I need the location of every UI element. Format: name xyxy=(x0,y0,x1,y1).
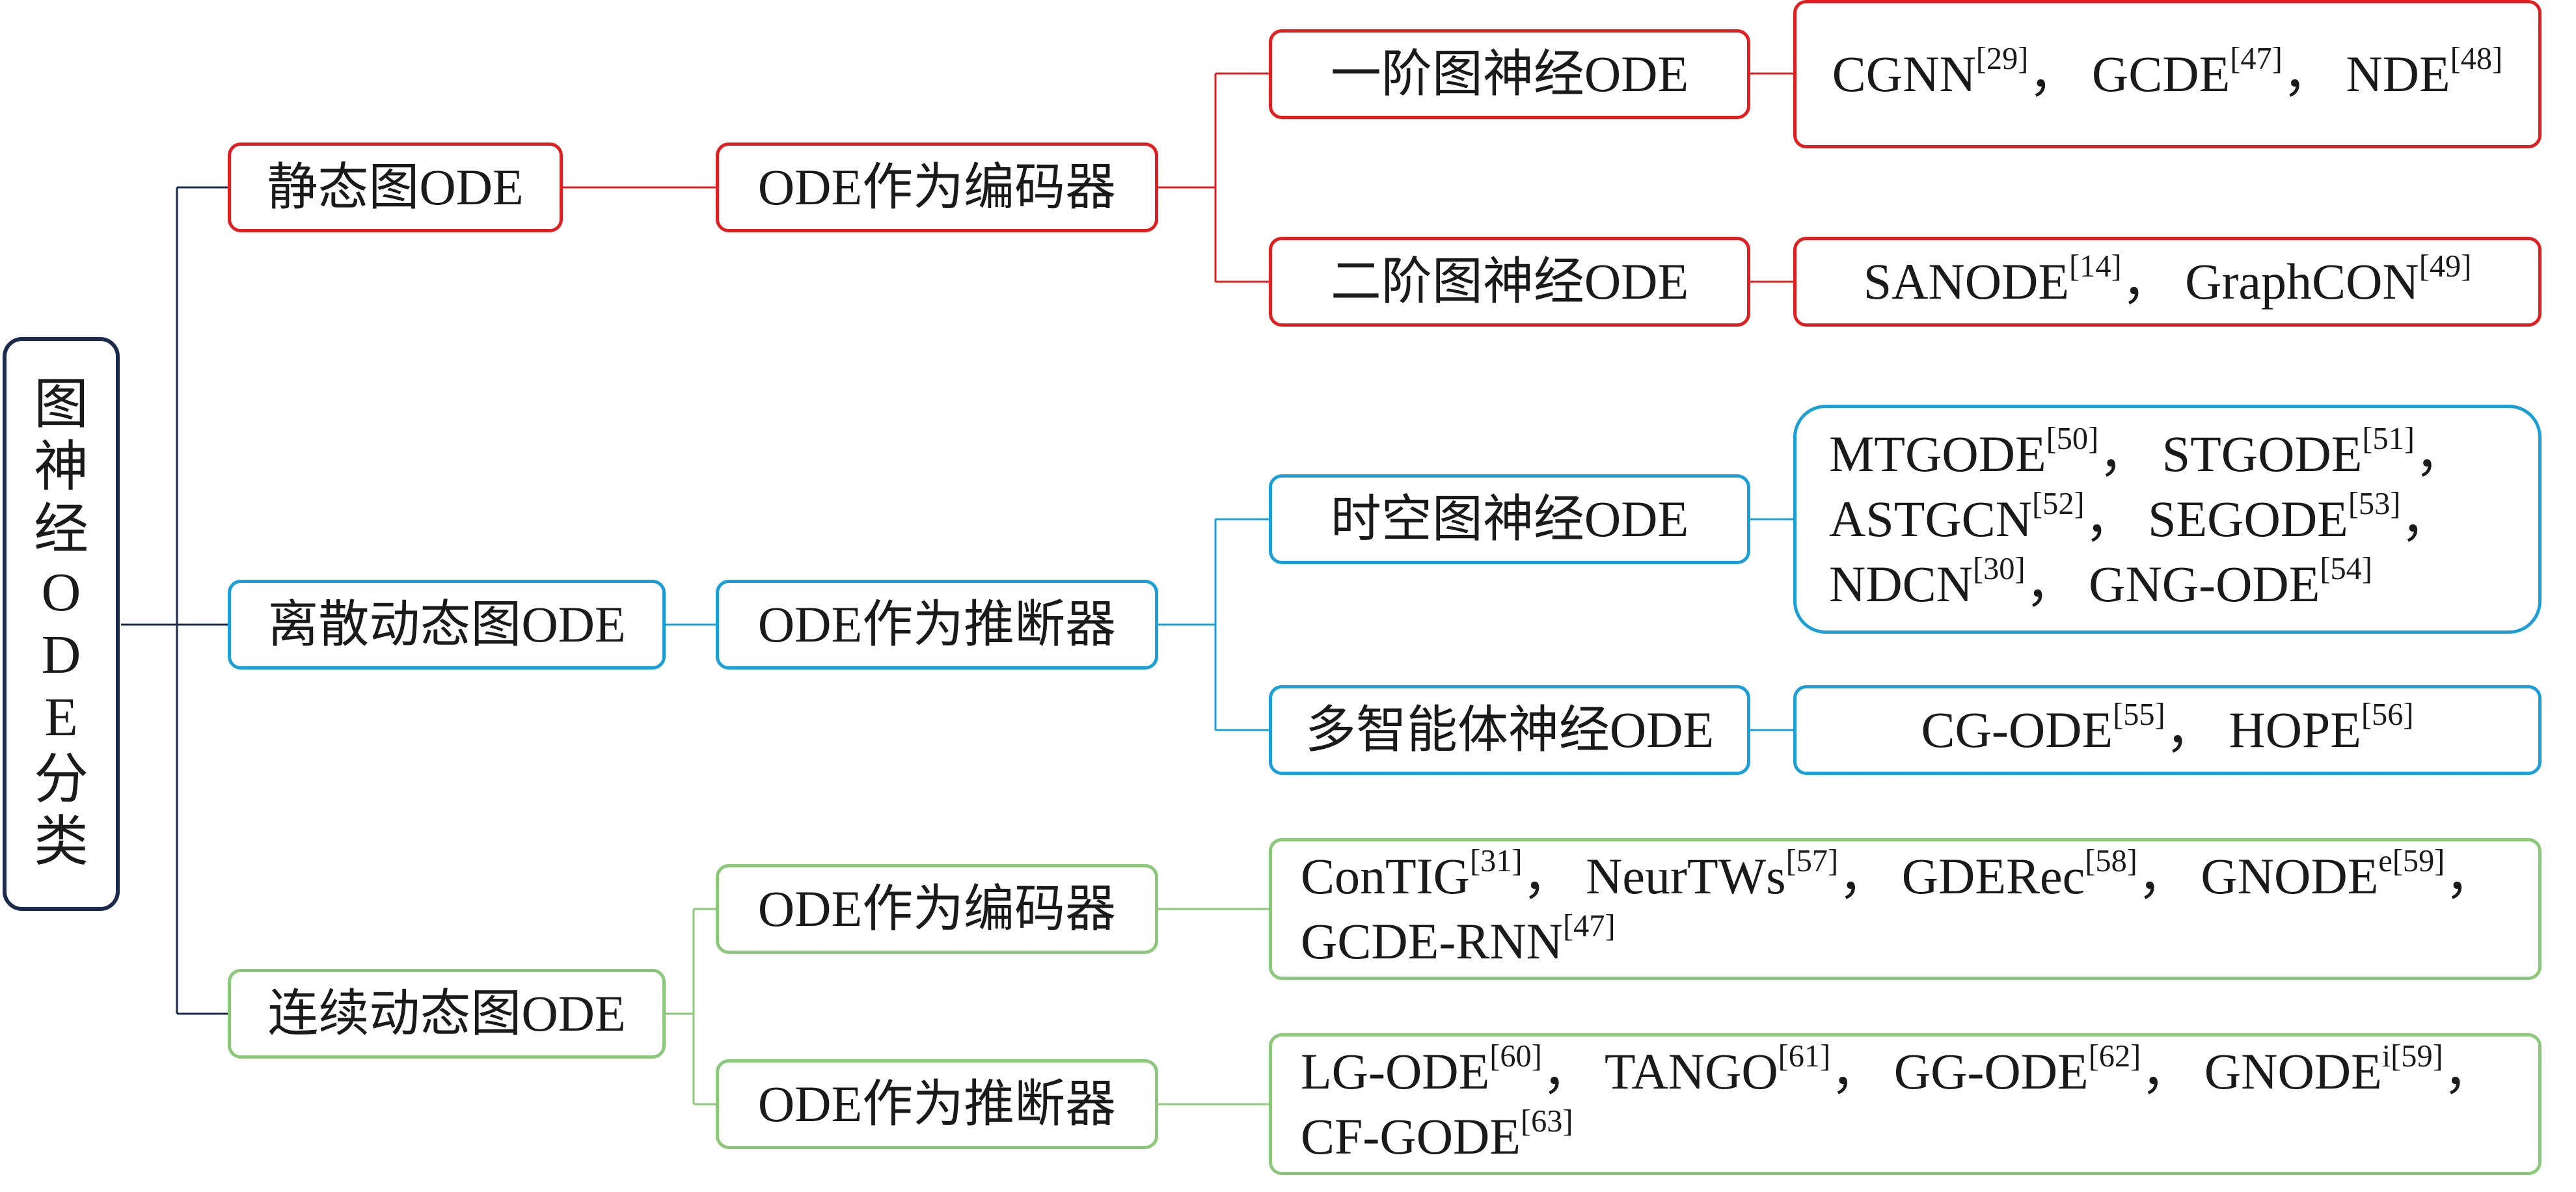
ref-line: NDCN[30]， GNG-ODE[54] xyxy=(1829,551,2372,612)
root-char: E xyxy=(44,687,78,748)
root-char: 经 xyxy=(33,500,88,560)
continuous-graph-ode-node: 连续动态图ODE xyxy=(228,969,666,1059)
ref-list: CG-ODE[55]， HOPE[56] xyxy=(1921,697,2414,758)
root-char: D xyxy=(41,625,81,685)
ref-line: ConTIG[31]， NeurTWs[57]， GDERec[58]， GNO… xyxy=(1301,843,2496,904)
continuous-encoder-label: ODE作为编码器 xyxy=(757,880,1117,937)
root-char: 类 xyxy=(33,812,88,873)
static-graph-ode-node: 静态图ODE xyxy=(228,142,563,232)
ref-list: CGNN[29]， GCDE[47]， NDE[48] xyxy=(1832,41,2503,102)
multi-agent-label: 多智能体神经ODE xyxy=(1305,701,1715,758)
root-node: 图 神 经 O D E 分 类 xyxy=(3,337,120,911)
root-char: 神 xyxy=(33,437,88,498)
spatiotemporal-refs: MTGODE[50]， STGODE[51]， ASTGCN[52]， SEGO… xyxy=(1793,405,2542,634)
ref-line: MTGODE[50]， STGODE[51]， xyxy=(1829,421,2465,482)
continuous-encoder-node: ODE作为编码器 xyxy=(716,864,1158,954)
discrete-role-label: ODE作为推断器 xyxy=(757,596,1117,653)
discrete-graph-ode-label: 离散动态图ODE xyxy=(267,596,626,653)
first-order-label: 一阶图神经ODE xyxy=(1330,46,1689,102)
root-char: 图 xyxy=(33,375,88,435)
spatiotemporal-label: 时空图神经ODE xyxy=(1330,491,1689,547)
second-order-label: 二阶图神经ODE xyxy=(1330,253,1689,310)
ref-list: SANODE[14]， GraphCON[49] xyxy=(1863,249,2472,310)
first-order-node: 一阶图神经ODE xyxy=(1269,29,1750,119)
discrete-role-node: ODE作为推断器 xyxy=(716,580,1158,670)
continuous-graph-ode-label: 连续动态图ODE xyxy=(267,985,626,1042)
ref-line: ASTGCN[52]， SEGODE[53]， xyxy=(1829,486,2452,547)
ref-line: LG-ODE[60]， TANGO[61]， GG-ODE[62]， GNODE… xyxy=(1301,1038,2494,1100)
ref-line: GCDE-RNN[47] xyxy=(1301,908,1616,969)
static-role-node: ODE作为编码器 xyxy=(716,142,1158,232)
continuous-inference-label: ODE作为推断器 xyxy=(757,1076,1117,1132)
continuous-encoder-refs: ConTIG[31]， NeurTWs[57]， GDERec[58]， GNO… xyxy=(1269,838,2542,980)
multi-agent-refs: CG-ODE[55]， HOPE[56] xyxy=(1793,685,2542,775)
continuous-inference-node: ODE作为推断器 xyxy=(716,1059,1158,1149)
static-role-label: ODE作为编码器 xyxy=(757,159,1117,215)
root-char: 分 xyxy=(33,750,88,810)
spatiotemporal-node: 时空图神经ODE xyxy=(1269,474,1750,564)
second-order-node: 二阶图神经ODE xyxy=(1269,237,1750,327)
continuous-inference-refs: LG-ODE[60]， TANGO[61]， GG-ODE[62]， GNODE… xyxy=(1269,1033,2542,1175)
second-order-refs: SANODE[14]， GraphCON[49] xyxy=(1793,237,2542,327)
first-order-refs: CGNN[29]， GCDE[47]， NDE[48] xyxy=(1793,0,2542,148)
discrete-graph-ode-node: 离散动态图ODE xyxy=(228,580,666,670)
root-char: O xyxy=(41,562,81,623)
multi-agent-node: 多智能体神经ODE xyxy=(1269,685,1750,775)
ref-line: CF-GODE[63] xyxy=(1301,1104,1573,1165)
static-graph-ode-label: 静态图ODE xyxy=(267,159,524,215)
